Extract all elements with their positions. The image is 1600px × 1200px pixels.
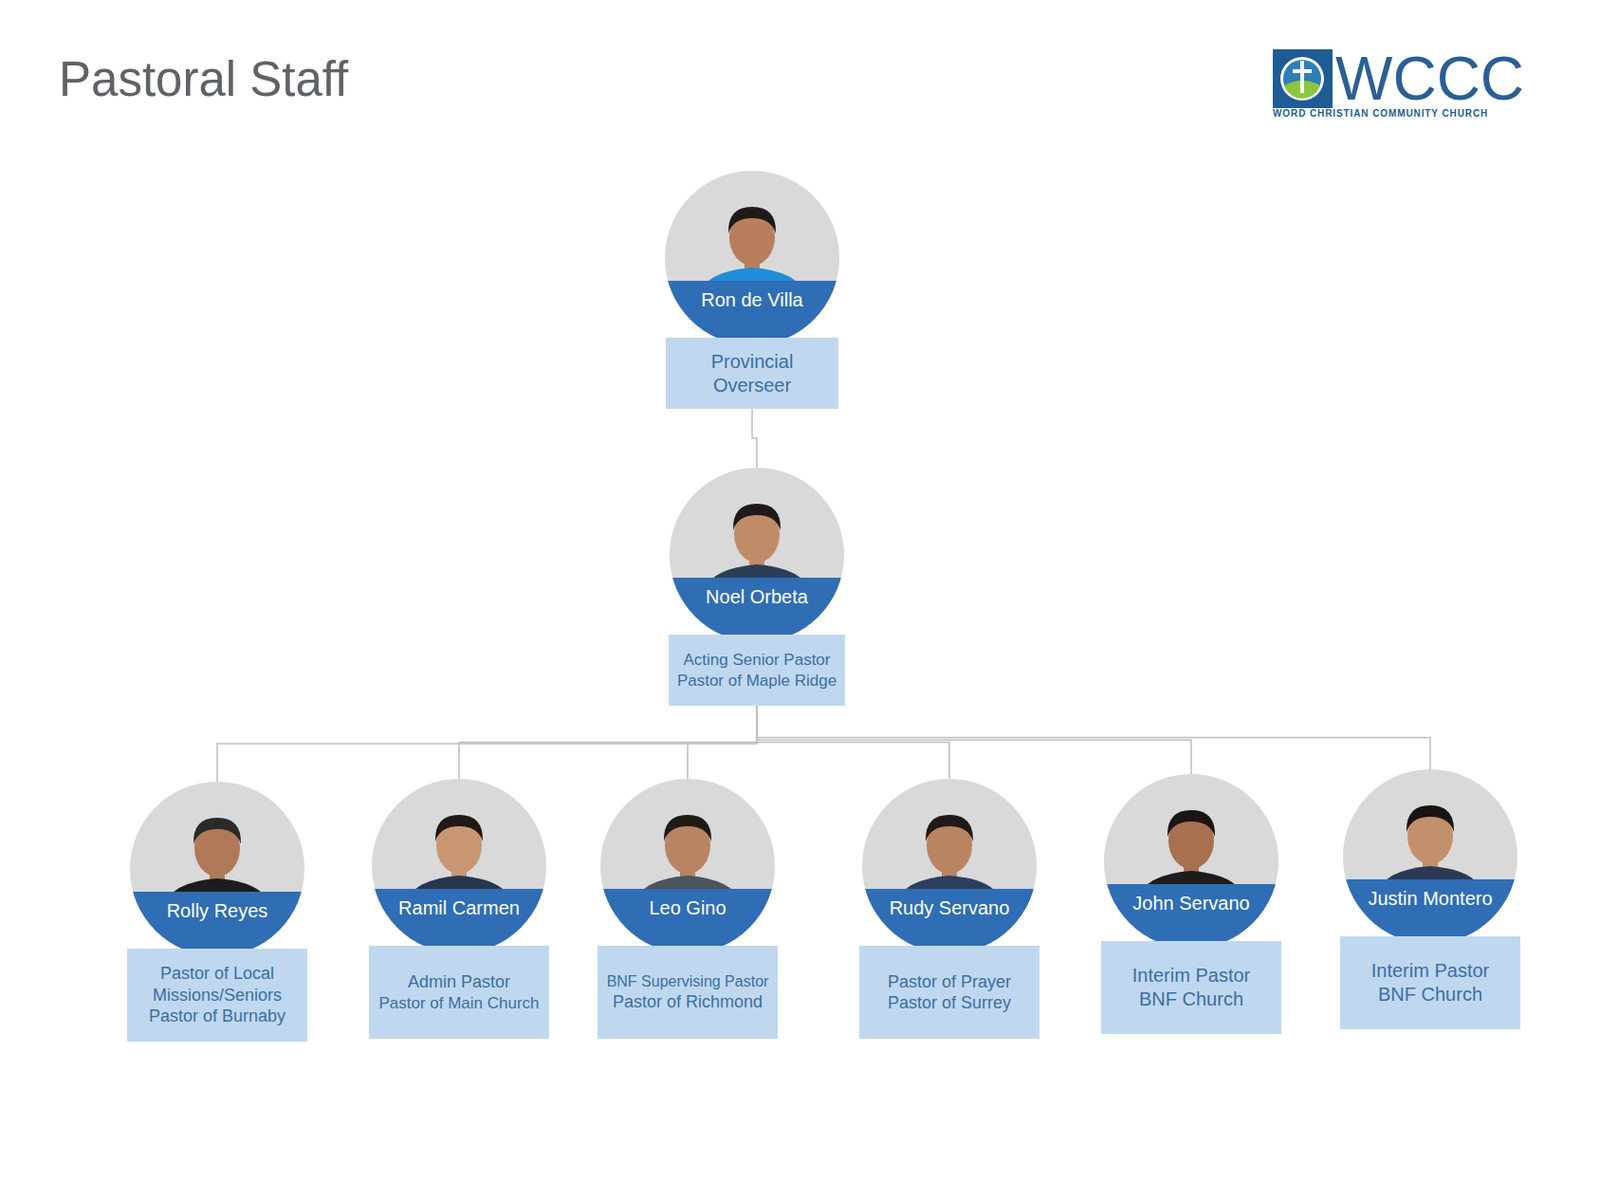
role-text: Admin Pastor [407,971,511,994]
org-connector [756,705,950,779]
logo-wordmark: WCCC [1335,48,1525,110]
name-band: John Servano [1103,885,1279,920]
role-box: Provincial Overseer [665,337,839,409]
portrait-shape [1342,769,1518,944]
person-name: Rudy Servano [889,897,1011,920]
portrait-circle: Rudy Servano [862,778,1037,954]
portrait-shape [664,170,840,346]
role-text: Pastor of Main Church [378,993,539,1013]
role-text: BNF Church [1139,987,1244,1012]
staff-card: Ramil CarmenAdmin PastorPastor of Main C… [368,778,550,1039]
org-connector [756,705,1431,770]
portrait-circle: John Servano [1103,773,1279,949]
role-box: Pastor of PrayerPastor of Surrey [859,945,1040,1039]
person-name: Noel Orbeta [705,586,809,608]
logo-icon [1272,49,1333,109]
staff-card: Justin MonteroInterim PastorBNF Church [1340,769,1521,1030]
portrait-shape [1103,773,1279,949]
role-text: Pastor of Maple Ridge [677,670,837,691]
role-box: Interim PastorBNF Church [1101,940,1282,1034]
name-band: Rudy Servano [862,890,1037,925]
portrait-circle: Justin Montero [1342,769,1518,944]
org-connector [459,705,757,779]
person-name: Ramil Carmen [398,897,520,920]
portrait-circle: Ramil Carmen [371,778,547,954]
portrait-shape [371,778,547,954]
person-name: Rolly Reyes [166,900,269,922]
role-text: Interim Pastor [1371,958,1490,983]
portrait-circle: Leo Gino [600,778,775,954]
logo-subtitle: WORD CHRISTIAN COMMUNITY CHURCH [1272,109,1489,119]
role-box: Pastor of Local Missions/SeniorsPastor o… [127,948,308,1042]
org-connector [217,705,757,782]
name-band: Ramil Carmen [371,890,547,925]
portrait-shape [129,781,305,957]
portrait-shape [862,778,1037,954]
staff-card: Rolly ReyesPastor of Local Missions/Seni… [127,781,308,1042]
role-text: BNF Supervising Pastor [606,972,770,992]
role-text: Pastor of Burnaby [148,1005,286,1028]
portrait-shape [669,467,845,643]
org-connector [687,705,757,779]
staff-card: Leo GinoBNF Supervising PastorPastor of … [597,778,778,1039]
role-text: Pastor of Surrey [887,992,1012,1014]
name-band: Ron de Villa [664,282,840,317]
person-name: Leo Gino [648,897,726,920]
name-band: Rolly Reyes [129,893,305,928]
staff-card: Noel OrbetaActing Senior PastorPastor of… [668,467,846,706]
role-text: Provincial Overseer [671,349,833,398]
role-box: BNF Supervising PastorPastor of Richmond [597,945,778,1039]
role-text: Pastor of Richmond [612,991,763,1013]
staff-card: John ServanoInterim PastorBNF Church [1101,773,1282,1034]
person-name: Ron de Villa [700,289,803,312]
portrait-circle: Ron de Villa [664,170,840,346]
role-text: BNF Church [1378,982,1483,1007]
role-box: Interim PastorBNF Church [1340,936,1521,1030]
role-box: Admin PastorPastor of Main Church [368,945,550,1039]
name-band: Noel Orbeta [669,579,845,614]
org-connector [756,705,1192,774]
staff-card: Rudy ServanoPastor of PrayerPastor of Su… [859,778,1040,1039]
staff-card: Ron de VillaProvincial Overseer [664,170,840,409]
portrait-circle: Noel Orbeta [669,467,845,643]
name-band: Justin Montero [1342,881,1518,916]
name-band: Leo Gino [600,890,775,925]
portrait-circle: Rolly Reyes [129,781,305,957]
page-title: Pastoral Staff [58,55,349,104]
portrait-shape [600,778,775,954]
org-connector [752,408,757,468]
role-text: Acting Senior Pastor [683,649,831,670]
role-text: Pastor of Prayer [887,971,1012,994]
person-name: Justin Montero [1367,887,1492,910]
role-text: Pastor of Local Missions/Seniors [132,962,302,1006]
role-box: Acting Senior PastorPastor of Maple Ridg… [668,634,846,706]
role-text: Interim Pastor [1132,963,1251,988]
person-name: John Servano [1132,892,1250,915]
